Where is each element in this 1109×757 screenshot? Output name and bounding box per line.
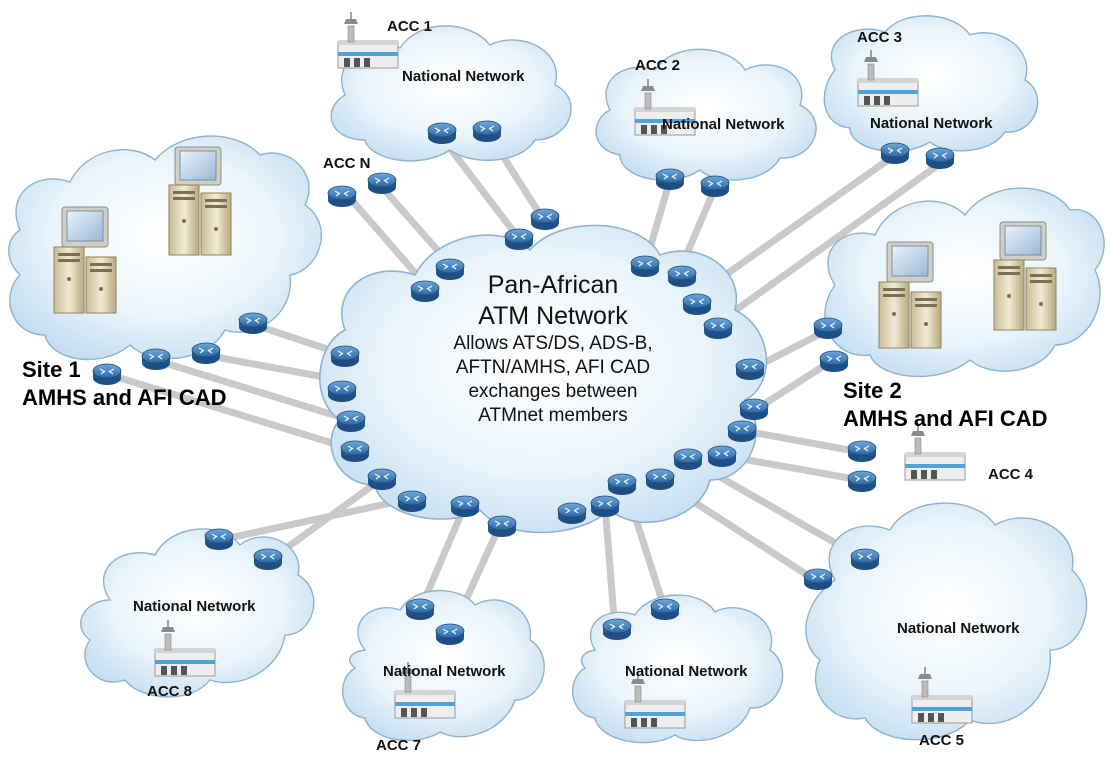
router-icon (813, 317, 843, 340)
router-icon (650, 598, 680, 621)
accN-label: ACC N (323, 155, 371, 172)
router-icon (397, 490, 427, 513)
acc4-label: ACC 4 (988, 466, 1034, 483)
national-network-label-acc6: National Network (625, 663, 748, 680)
router-icon (655, 168, 685, 191)
national-network-label-acc8: National Network (133, 598, 256, 615)
router-icon (847, 440, 877, 463)
router-icon (253, 548, 283, 571)
router-icon (590, 495, 620, 518)
router-icon (472, 120, 502, 143)
site2-subtitle: AMHS and AFI CAD (843, 406, 1048, 431)
router-icon (367, 468, 397, 491)
site2-label: Site 2 AMHS and AFI CAD (843, 377, 1048, 433)
router-icon (487, 515, 517, 538)
acc8-label: ACC 8 (147, 683, 193, 700)
router-icon (803, 568, 833, 591)
router-icon (238, 312, 268, 335)
router-icon (819, 350, 849, 373)
router-icon (405, 598, 435, 621)
router-icon (330, 345, 360, 368)
router-icon (703, 317, 733, 340)
router-icon (727, 420, 757, 443)
core-title-line2: ATM Network (478, 302, 628, 330)
core-desc-line: exchanges between (468, 381, 638, 402)
router-icon (340, 440, 370, 463)
national-network-label-acc7: National Network (383, 663, 506, 680)
router-icon (607, 473, 637, 496)
core-desc-line: ATMnet members (478, 405, 628, 426)
router-icon (700, 175, 730, 198)
router-icon (327, 185, 357, 208)
router-icon (707, 445, 737, 468)
acc1-label: ACC 1 (387, 18, 433, 35)
router-icon (204, 528, 234, 551)
router-icon (880, 142, 910, 165)
router-icon (435, 623, 465, 646)
national-network-label-acc1: National Network (402, 68, 525, 85)
router-icon (735, 358, 765, 381)
national-network-cloud-acc2 (595, 48, 817, 181)
router-icon (925, 147, 955, 170)
national-network-cloud-acc8 (80, 528, 315, 698)
acc3-label: ACC 3 (857, 29, 903, 46)
router-icon (504, 228, 534, 251)
core-network-label: Pan-African ATM Network Allows ATS/DS, A… (398, 270, 708, 428)
site1-title: Site 1 (22, 357, 81, 382)
site2-title: Site 2 (843, 378, 902, 403)
core-title-line1: Pan-African (487, 271, 619, 299)
acc2-label: ACC 2 (635, 57, 681, 74)
router-icon (327, 380, 357, 403)
core-desc-line: AFTN/AMHS, AFI CAD (455, 357, 651, 378)
national-network-label-acc2: National Network (662, 116, 785, 133)
router-icon (336, 410, 366, 433)
router-icon (427, 122, 457, 145)
national-network-cloud-acc7 (341, 589, 545, 742)
acc5-label: ACC 5 (919, 732, 965, 749)
national-network-label-acc5: National Network (897, 620, 1020, 637)
acc7-label: ACC 7 (376, 737, 422, 754)
core-desc-line: Allows ATS/DS, ADS-B, (453, 333, 653, 354)
national-network-cloud-acc3 (823, 15, 1039, 152)
site1-label: Site 1 AMHS and AFI CAD (22, 356, 227, 412)
router-icon (850, 548, 880, 571)
router-icon (557, 502, 587, 525)
site1-subtitle: AMHS and AFI CAD (22, 385, 227, 410)
router-icon (645, 468, 675, 491)
router-icon (367, 172, 397, 195)
router-icon (673, 448, 703, 471)
router-icon (450, 495, 480, 518)
national-network-label-acc3: National Network (870, 115, 993, 132)
router-icon (530, 208, 560, 231)
router-icon (847, 470, 877, 493)
router-icon (739, 398, 769, 421)
router-icon (602, 618, 632, 641)
